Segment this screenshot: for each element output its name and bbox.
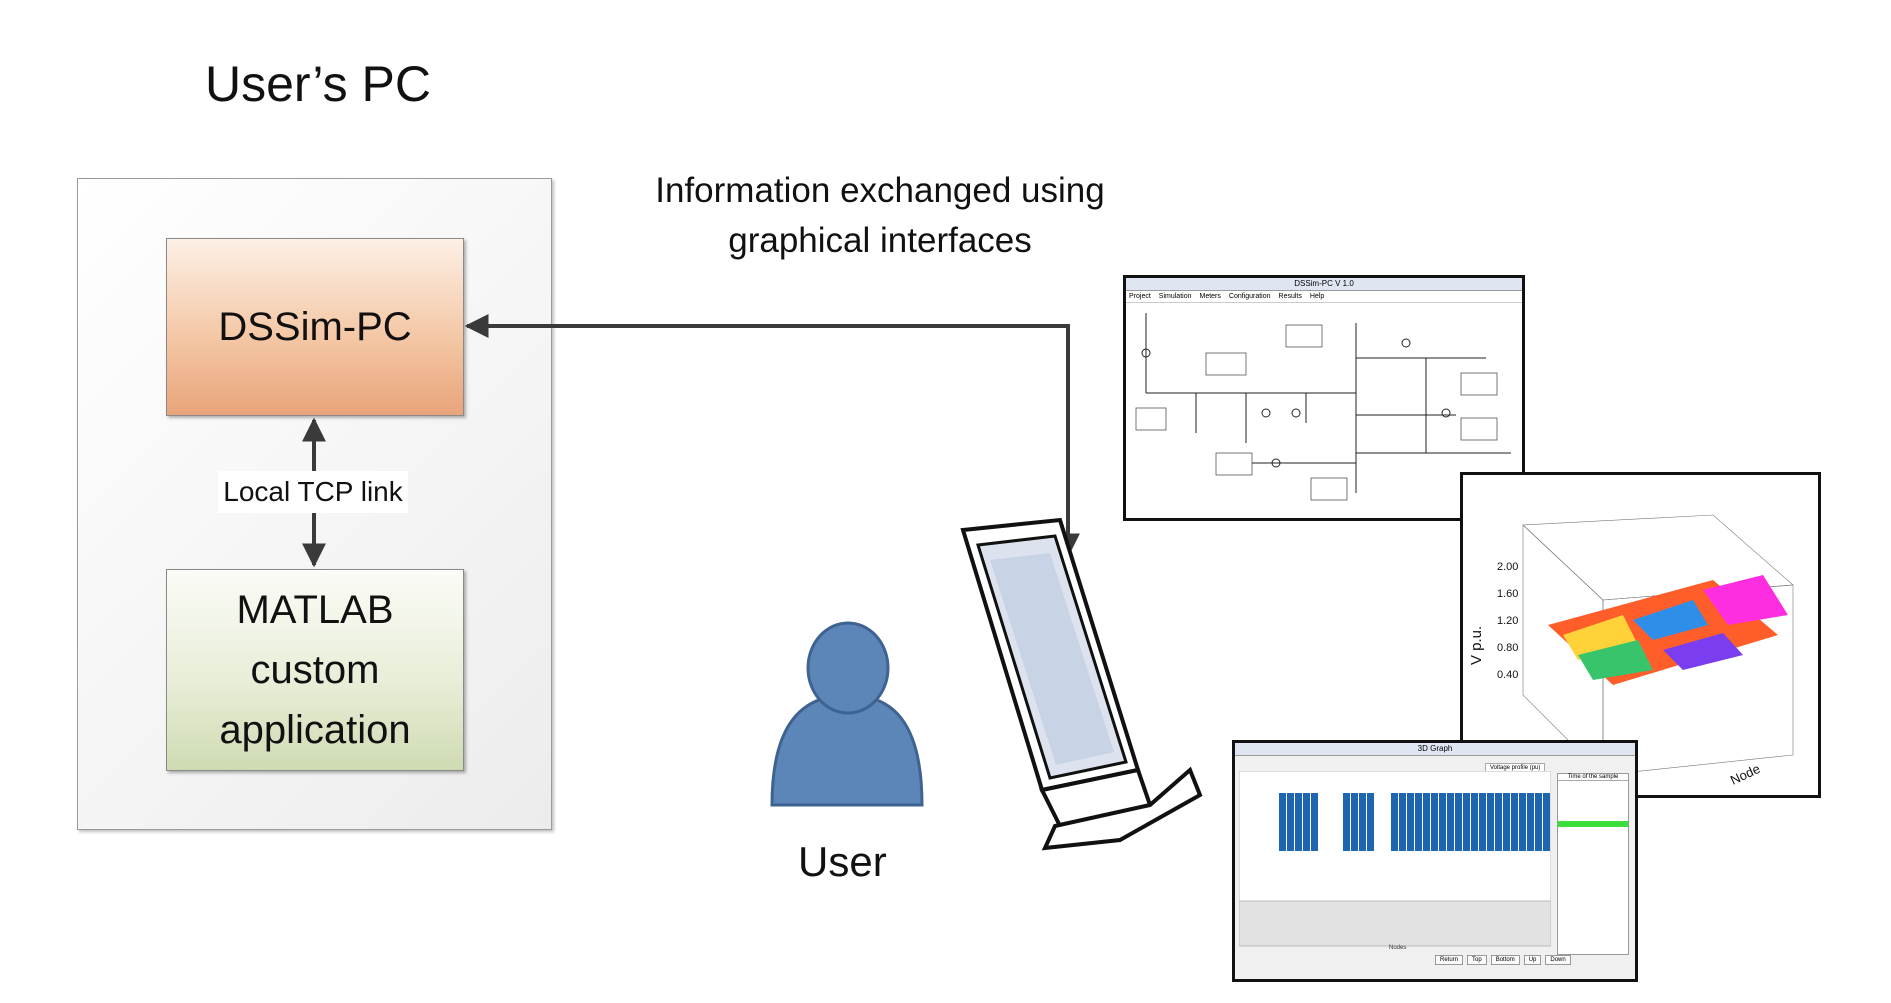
surface-tick-1: 2.00 [1497, 561, 1518, 573]
bar [1423, 793, 1430, 851]
top-button[interactable]: Top [1467, 955, 1487, 965]
diagram-screenshot: DSSim-PC V 1.0 Project Simulation Meters… [1123, 275, 1525, 521]
user-icon [770, 621, 924, 807]
surface-plot-screenshot: V p.u. 2.00 1.60 1.20 0.80 0.40 Node [1460, 472, 1821, 798]
dssim-label: DSSim-PC [218, 304, 412, 349]
diagram-window-title: DSSim-PC V 1.0 [1126, 278, 1522, 291]
bottom-button[interactable]: Bottom [1490, 955, 1520, 965]
bar [1535, 793, 1542, 851]
bar [1407, 793, 1414, 851]
monitor-icon [960, 517, 1203, 851]
menu-configuration[interactable]: Configuration [1228, 293, 1271, 300]
bar [1295, 793, 1302, 851]
bar [1359, 793, 1366, 851]
bar [1511, 793, 1518, 851]
bar [1455, 793, 1462, 851]
bar [1519, 793, 1526, 851]
bar [1287, 793, 1294, 851]
tcp-link-label: Local TCP link [218, 471, 408, 513]
bar-chart: Nodes [1239, 771, 1551, 951]
bar [1487, 793, 1494, 851]
surface-x-label: Node [1728, 761, 1763, 788]
menu-simulation[interactable]: Simulation [1158, 293, 1192, 300]
surface-tick-5: 0.40 [1497, 669, 1518, 681]
bar [1279, 793, 1286, 851]
pc-title: User’s PC [205, 56, 431, 112]
user-label: User [798, 838, 887, 885]
bar [1503, 793, 1510, 851]
bar [1367, 793, 1374, 851]
time-list[interactable]: Time of the sample [1557, 773, 1629, 955]
info-label-line-1: Information exchanged using [655, 171, 1105, 210]
return-button[interactable]: Return [1435, 955, 1464, 965]
menu-meters[interactable]: Meters [1199, 293, 1221, 300]
surface-tick-2: 1.60 [1497, 588, 1518, 600]
diagram-menu-bar: Project Simulation Meters Configuration … [1126, 291, 1522, 303]
bar [1543, 793, 1550, 851]
bar [1351, 793, 1358, 851]
bar [1391, 793, 1398, 851]
matlab-label-line-3: application [219, 708, 411, 752]
bar [1471, 793, 1478, 851]
matlab-box: MATLAB custom application [166, 569, 464, 771]
bar-x-label: Nodes [1389, 945, 1406, 951]
bar [1439, 793, 1446, 851]
menu-project[interactable]: Project [1129, 293, 1151, 300]
bar-series [1279, 793, 1550, 851]
time-list-header: Time of the sample [1558, 774, 1628, 781]
info-label-line-2: graphical interfaces [728, 221, 1032, 260]
bar [1495, 793, 1502, 851]
menu-help[interactable]: Help [1309, 293, 1325, 300]
bar [1399, 793, 1406, 851]
bar-window-title: 3D Graph [1235, 743, 1635, 756]
bar [1303, 793, 1310, 851]
bar [1311, 793, 1318, 851]
menu-results[interactable]: Results [1278, 293, 1302, 300]
bar [1527, 793, 1534, 851]
info-exchange-label: Information exchanged using graphical in… [600, 166, 1160, 266]
bar [1431, 793, 1438, 851]
bar [1415, 793, 1422, 851]
up-button[interactable]: Up [1523, 955, 1542, 965]
surface-y-label: V p.u. [1468, 626, 1485, 665]
time-list-selected-row[interactable] [1558, 821, 1628, 827]
surface-tick-3: 1.20 [1497, 615, 1518, 627]
bar [1447, 793, 1454, 851]
surface-tick-4: 0.80 [1497, 642, 1518, 654]
bar [1463, 793, 1470, 851]
matlab-label-line-2: custom [250, 648, 380, 692]
matlab-label-line-1: MATLAB [236, 588, 394, 632]
info-exchange-arrow [464, 314, 1080, 558]
surface-plot: V p.u. 2.00 1.60 1.20 0.80 0.40 Node [1468, 514, 1794, 788]
bar [1343, 793, 1350, 851]
bar-button-row: Return Top Bottom Up Down [1435, 955, 1571, 965]
bar [1479, 793, 1486, 851]
dssim-box: DSSim-PC [166, 238, 464, 416]
bar-graph-screenshot: 3D Graph Voltage profile (pu) Time of th… [1232, 740, 1638, 982]
one-line-diagram [1135, 313, 1511, 501]
down-button[interactable]: Down [1545, 955, 1571, 965]
